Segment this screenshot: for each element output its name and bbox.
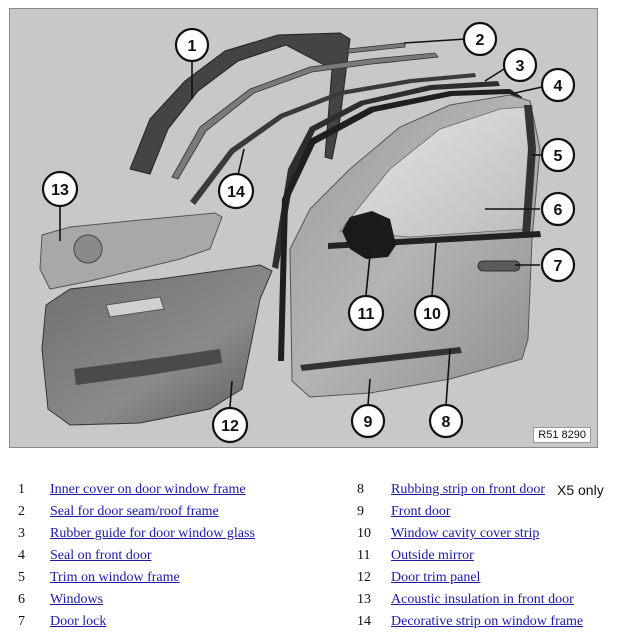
legend-link-door-seal[interactable]: Seal on front door (50, 548, 152, 563)
parts-legend: 1 Inner cover on door window frame 2 Sea… (0, 478, 618, 640)
callout-1: 1 (174, 27, 210, 63)
roof-seal-part (171, 42, 439, 180)
callout-number: 14 (227, 184, 245, 201)
legend-link-outside-mirror[interactable]: Outside mirror (391, 548, 474, 563)
door-trim-armrest (74, 349, 222, 385)
legend-link-front-door[interactable]: Front door (391, 504, 451, 519)
leader-lines (59, 38, 543, 408)
legend-number: 13 (357, 592, 371, 607)
callout-number: 3 (516, 58, 525, 75)
callout-number: 8 (442, 414, 451, 431)
legend-link-acoustic-insulation[interactable]: Acoustic insulation in front door (391, 592, 574, 607)
diagram-canvas: 1 2 3 4 5 6 7 8 (39, 21, 576, 444)
legend-number: 10 (357, 526, 371, 541)
legend-link-trim-panel[interactable]: Door trim panel (391, 570, 481, 585)
callout-5: 5 (540, 137, 576, 173)
callout-8: 8 (428, 403, 464, 439)
callout-number: 6 (554, 202, 563, 219)
callout-number: 2 (476, 32, 485, 49)
legend-number: 14 (357, 614, 371, 629)
rubbing-strip (300, 347, 462, 371)
legend-number: 4 (18, 548, 25, 563)
callout-number: 12 (221, 418, 239, 435)
callout-14: 14 (217, 172, 255, 210)
door-trim-pull (105, 296, 165, 318)
callout-number: 10 (423, 306, 441, 323)
callout-number: 4 (554, 78, 563, 95)
exploded-door-diagram: 1 2 3 4 5 6 7 8 (9, 8, 598, 448)
callout-number: 11 (358, 306, 375, 323)
callout-3: 3 (502, 47, 538, 83)
callout-number: 13 (51, 182, 69, 199)
legend-number: 7 (18, 614, 25, 629)
legend-number: 3 (18, 526, 25, 541)
callout-11: 11 (347, 294, 385, 332)
legend-number: 9 (357, 504, 364, 519)
legend-link-decorative-strip[interactable]: Decorative strip on window frame (391, 614, 584, 629)
legend-number: 11 (357, 548, 371, 563)
callout-4: 4 (540, 67, 576, 103)
callout-number: 5 (554, 148, 563, 165)
figure-reference-code: R51 8290 (533, 427, 591, 443)
legend-number: 2 (18, 504, 25, 519)
legend-number: 12 (357, 570, 371, 585)
legend-link-door-lock[interactable]: Door lock (50, 614, 107, 629)
legend-number: 8 (357, 482, 364, 497)
callout-9: 9 (350, 403, 386, 439)
callout-number: 1 (188, 38, 197, 55)
legend-number: 6 (18, 592, 25, 607)
door-handle (477, 260, 521, 272)
acoustic-insulation (39, 212, 223, 290)
legend-suffix-x5-only: X5 only (557, 482, 604, 498)
callout-number: 9 (364, 414, 373, 431)
callout-number: 7 (554, 258, 563, 275)
callout-13: 13 (41, 170, 79, 208)
legend-link-cavity-strip[interactable]: Window cavity cover strip (391, 526, 540, 541)
legend-number: 5 (18, 570, 25, 585)
inner-cover-part (129, 32, 351, 175)
legend-link-windows[interactable]: Windows (50, 592, 104, 607)
legend-link-rubbing-strip[interactable]: Rubbing strip on front door (391, 482, 545, 497)
window-frame-trim (522, 105, 536, 235)
door-trim-panel (41, 264, 273, 426)
legend-link-frame-trim[interactable]: Trim on window frame (50, 570, 180, 585)
legend-link-roof-seal[interactable]: Seal for door seam/roof frame (50, 504, 219, 519)
outside-mirror (342, 211, 396, 259)
legend-link-inner-cover[interactable]: Inner cover on door window frame (50, 482, 246, 497)
callout-10: 10 (413, 294, 451, 332)
legend-link-rubber-guide[interactable]: Rubber guide for door window glass (50, 526, 255, 541)
callout-2: 2 (462, 21, 498, 57)
callout-12: 12 (211, 406, 249, 444)
callout-6: 6 (540, 191, 576, 227)
legend-number: 1 (18, 482, 25, 497)
insulation-speaker-hole (73, 234, 103, 264)
callout-7: 7 (540, 247, 576, 283)
decorative-strip-part (190, 73, 476, 205)
